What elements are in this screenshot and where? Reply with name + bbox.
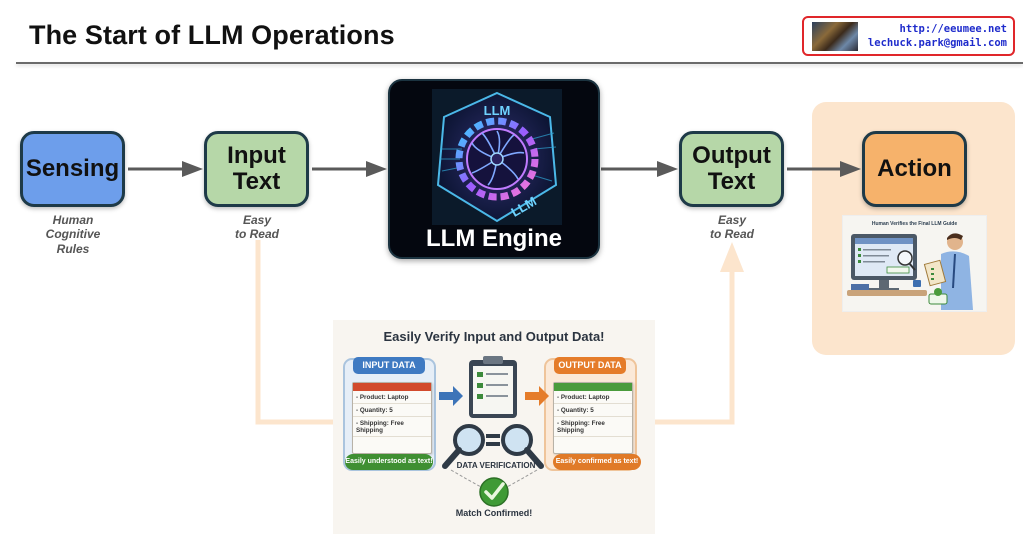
arrow-input-to-engine bbox=[312, 161, 387, 177]
sensing-caption: Human Cognitive Rules bbox=[32, 213, 114, 256]
llm-engine-turbine-icon: LLM LLM bbox=[432, 89, 562, 225]
caption-line: Human bbox=[52, 213, 94, 227]
input-data-card: INPUT DATA - Product: Laptop - Quantity:… bbox=[343, 357, 436, 471]
magnifier-right-icon bbox=[501, 424, 544, 469]
arrow-sensing-to-input bbox=[128, 161, 203, 177]
caption-line: to Read bbox=[709, 227, 754, 242]
input-data-notepad: - Product: Laptop - Quantity: 5 - Shippi… bbox=[352, 382, 432, 454]
output-data-tag: OUTPUT DATA bbox=[554, 357, 626, 374]
connector-arrowhead bbox=[720, 242, 744, 272]
node-sensing: Sensing bbox=[20, 131, 125, 207]
output-line: - Product: Laptop bbox=[554, 391, 632, 404]
equals-icon bbox=[486, 434, 500, 446]
node-output-text: Output Text bbox=[679, 131, 784, 207]
engine-art-label-top: LLM bbox=[484, 103, 511, 118]
node-input-label-1: Input bbox=[227, 141, 286, 169]
input-line: - Shipping: Free Shipping bbox=[353, 417, 431, 437]
page-title: The Start of LLM Operations bbox=[29, 20, 395, 50]
node-output-label-2: Text bbox=[707, 168, 756, 195]
output-data-notepad: - Product: Laptop - Quantity: 5 - Shippi… bbox=[553, 382, 633, 454]
match-check-icon bbox=[479, 477, 509, 507]
output-caption: Easy to Read bbox=[691, 213, 773, 242]
notepad-binding bbox=[353, 383, 431, 391]
caption-line: Cognitive bbox=[45, 227, 101, 242]
output-line: - Quantity: 5 bbox=[554, 404, 632, 417]
author-credit: http://eeumee.net lechuck.park@gmail.com bbox=[802, 16, 1015, 56]
title-divider bbox=[16, 62, 1023, 64]
output-data-card: OUTPUT DATA - Product: Laptop - Quantity… bbox=[544, 357, 637, 471]
node-sensing-label: Sensing bbox=[25, 154, 120, 182]
input-line: - Product: Laptop bbox=[353, 391, 431, 404]
node-llm-engine: LLM LLM LLM Engine bbox=[388, 79, 600, 259]
author-avatar bbox=[812, 22, 858, 51]
caption-line: Easy bbox=[717, 213, 747, 227]
notepad-binding bbox=[554, 383, 632, 391]
node-action-label: Action bbox=[877, 154, 952, 182]
arrow-engine-to-output bbox=[601, 161, 678, 177]
output-bubble: Easily confirmed as text! bbox=[553, 454, 641, 470]
match-confirmed-label: Match Confirmed! bbox=[455, 508, 533, 518]
input-line: - Quantity: 5 bbox=[353, 404, 431, 417]
verification-graphics bbox=[439, 356, 549, 507]
arrow-right-orange-icon bbox=[525, 386, 549, 406]
input-data-tag: INPUT DATA bbox=[353, 357, 425, 374]
arrow-right-blue-icon bbox=[439, 386, 463, 406]
verify-title: Easily Verify Input and Output Data! bbox=[383, 329, 605, 344]
human-checking-monitor-icon bbox=[847, 233, 973, 310]
author-email[interactable]: lechuck.park@gmail.com bbox=[867, 37, 1007, 49]
caption-line: Easy bbox=[242, 213, 272, 227]
llm-engine-label: LLM Engine bbox=[426, 225, 562, 252]
node-input-label-2: Text bbox=[232, 168, 281, 195]
illustration-caption: Human Verifies the Final LLM Guide bbox=[871, 221, 958, 227]
magnifier-left-icon bbox=[442, 424, 485, 469]
data-verification-illustration: Easily Verify Input and Output Data! INP… bbox=[333, 320, 655, 534]
output-line: - Shipping: Free Shipping bbox=[554, 417, 632, 437]
data-verification-label: DATA VERIFICATION bbox=[456, 461, 536, 470]
node-action: Action bbox=[862, 131, 967, 207]
author-url[interactable]: http://eeumee.net bbox=[899, 23, 1007, 35]
node-input-text: Input Text bbox=[204, 131, 309, 207]
human-verification-illustration: Human Verifies the Final LLM Guide bbox=[842, 215, 987, 312]
caption-line: to Read bbox=[234, 227, 279, 242]
connector-input-to-verify bbox=[255, 240, 335, 425]
connector-verify-to-output bbox=[655, 268, 735, 425]
input-bubble: Easily understood as text! bbox=[345, 454, 433, 470]
input-caption: Easy to Read bbox=[216, 213, 298, 242]
caption-line: Rules bbox=[56, 241, 90, 256]
clipboard-checklist-icon bbox=[469, 356, 517, 418]
node-output-label-1: Output bbox=[692, 141, 771, 169]
